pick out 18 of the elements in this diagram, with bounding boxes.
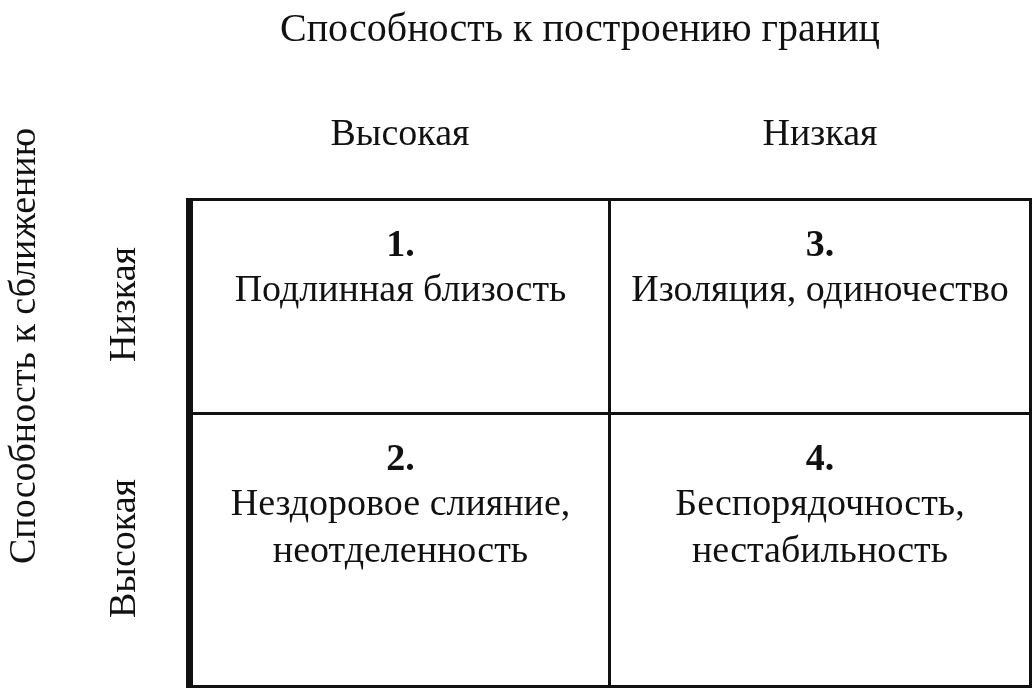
matrix-cell [190, 412, 611, 688]
quadrant-number: 4. [805, 435, 835, 479]
matrix-cell [190, 198, 611, 415]
quadrant-text: Нездоровое слияние, неотделенность [229, 480, 572, 572]
quadrant-number: 1. [386, 221, 415, 265]
column-header: Низкая [761, 110, 879, 154]
matrix-cell [608, 198, 1032, 415]
axis-title: Способность к построению границ [279, 4, 881, 51]
quadrant-text: Подлинная близость [234, 266, 567, 311]
axis-title: Способность к сближению [0, 126, 44, 567]
quadrant-number: 2. [386, 435, 415, 479]
matrix-cell [608, 412, 1032, 688]
row-header: Высокая [100, 478, 144, 621]
quadrant-number: 3. [805, 221, 835, 265]
quadrant-text: Беспорядочность, нестабильность [674, 480, 966, 572]
quadrant-text: Изоляция, одиночество [631, 266, 1009, 311]
row-header: Низкая [100, 245, 144, 364]
column-header: Высокая [329, 110, 471, 154]
